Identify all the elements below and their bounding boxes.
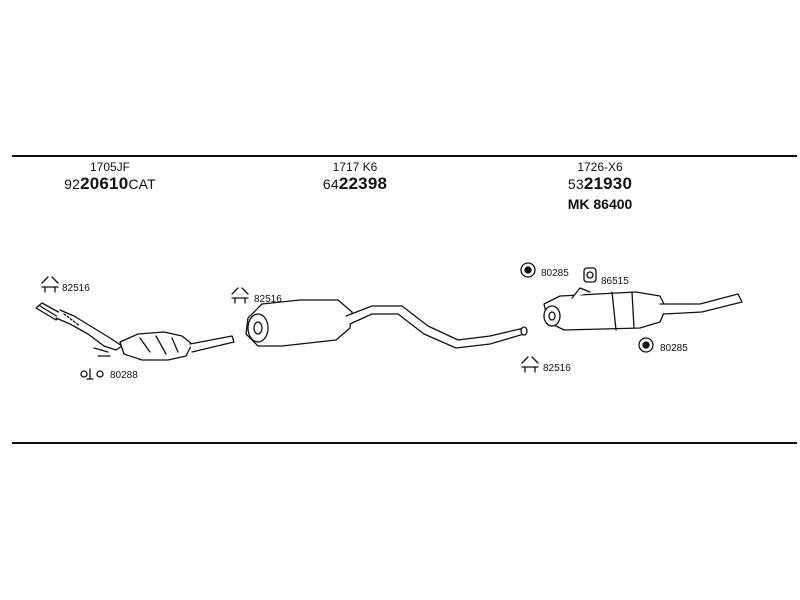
rubber-mount-icon — [520, 262, 536, 278]
ref-code: 1726-X6 — [577, 160, 623, 174]
clamp-part-label: 82516 — [62, 283, 90, 294]
mounting-kit-number: MK 86400 — [567, 196, 633, 212]
rubber-mount-icon — [638, 337, 654, 353]
group-rear-silencer: 1726-X6 5321930 MK 86400 — [568, 160, 633, 213]
part-number: 5321930 — [567, 174, 633, 193]
group-middle-silencer: 1717 K6 6422398 — [323, 160, 387, 195]
mount-part-label: 80285 — [660, 343, 688, 354]
group-front-pipe: 1705JF 9220610CAT — [64, 160, 156, 195]
part-number: 6422398 — [322, 174, 388, 193]
bolt-kit-part-label: 80288 — [110, 370, 138, 381]
rubber-mount-icon — [583, 267, 597, 283]
ref-code: 1705JF — [89, 160, 131, 174]
clamp-icon — [521, 356, 539, 373]
clamp-part-label: 82516 — [543, 363, 571, 374]
bolt-kit-icon — [80, 368, 104, 380]
part-number: 9220610CAT — [64, 174, 156, 193]
middle-silencer-pipe — [245, 299, 528, 349]
front-pipe-catalyst — [35, 302, 235, 361]
bottom-divider — [12, 442, 797, 444]
mount-part-label: 80285 — [541, 268, 569, 279]
clamp-icon — [231, 287, 249, 304]
rear-silencer — [543, 287, 743, 331]
clamp-part-label: 82516 — [254, 294, 282, 305]
top-divider — [12, 155, 797, 157]
mount-part-label: 86515 — [601, 276, 629, 287]
clamp-icon — [41, 276, 59, 293]
ref-code: 1717 K6 — [332, 160, 378, 174]
